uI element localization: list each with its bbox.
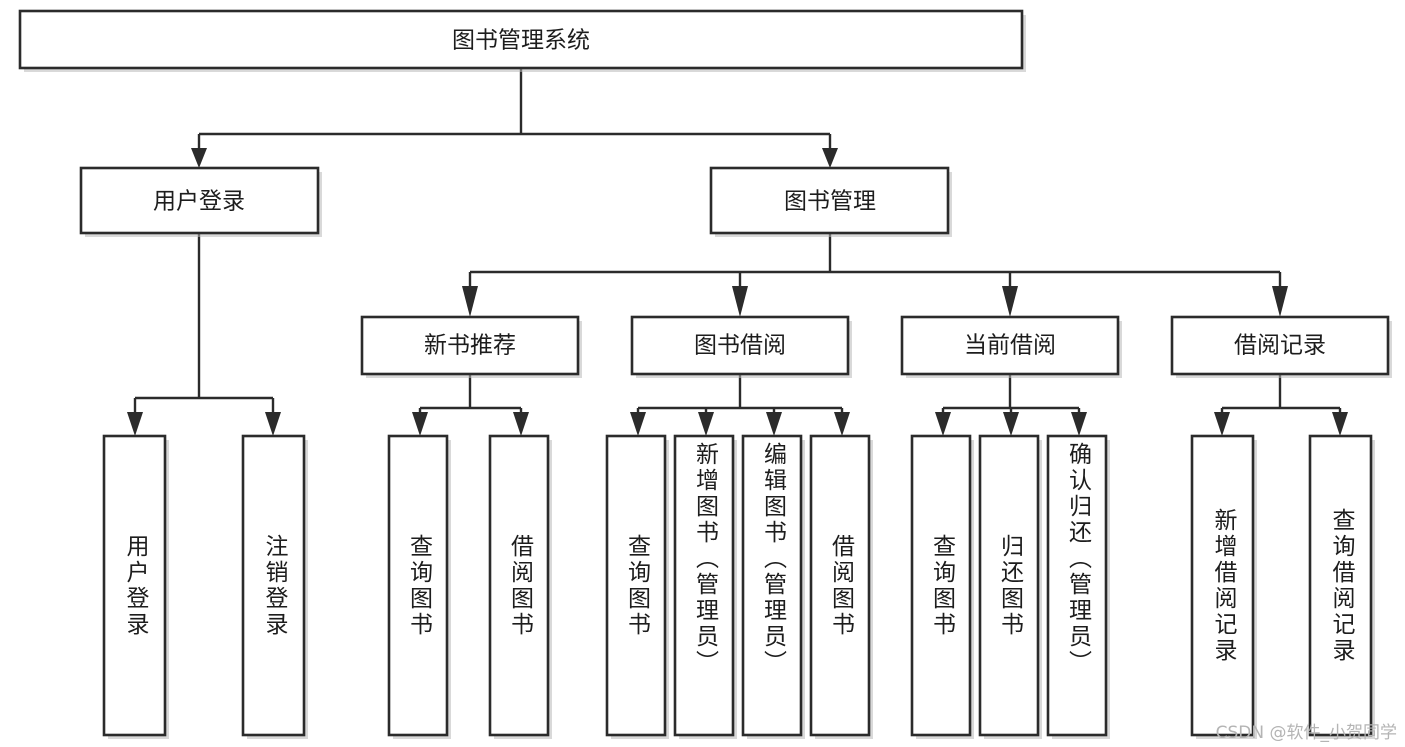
node-borrow-record[interactable]: 借阅记录 xyxy=(1170,315,1392,378)
leaf-logout-login-box[interactable] xyxy=(241,434,306,737)
user-login-box xyxy=(79,166,320,235)
watermark: CSDN @软件_小贺同学 xyxy=(1215,723,1397,743)
arrow-to-borrow-record xyxy=(1272,286,1288,317)
arrow-leaf-borrow-book-1 xyxy=(513,412,529,436)
node-root[interactable]: 图书管理系统 xyxy=(18,9,1026,72)
leaf-borrow-book-1-box[interactable] xyxy=(488,434,550,737)
edges-layer xyxy=(127,69,1348,436)
book-manage-box xyxy=(709,166,950,235)
node-new-book-recommend[interactable]: 新书推荐 xyxy=(360,315,582,378)
arrow-leaf-query-book-3 xyxy=(935,412,951,436)
new-book-recommend-label: 新书推荐 xyxy=(424,333,516,359)
leaf-boxes-layer xyxy=(102,434,1375,739)
arrow-leaf-confirm-return xyxy=(1071,412,1087,436)
arrow-leaf-query-book-2 xyxy=(630,412,646,436)
leaf-confirm-return-box[interactable] xyxy=(1046,434,1108,737)
arrow-leaf-user-login xyxy=(127,412,143,436)
leaf-query-book-3-box[interactable] xyxy=(910,434,972,737)
borrow-record-label: 借阅记录 xyxy=(1234,333,1326,359)
new-book-recommend-box xyxy=(360,315,580,376)
current-borrow-label: 当前借阅 xyxy=(964,333,1056,359)
root-label: 图书管理系统 xyxy=(452,28,590,54)
borrow-record-box xyxy=(1170,315,1390,376)
arrow-leaf-borrow-book-2 xyxy=(834,412,850,436)
nodes-layer: 图书管理系统 用户登录 图书管理 新书推荐 xyxy=(18,9,1392,739)
leaf-edit-book-box[interactable] xyxy=(741,434,803,737)
arrow-leaf-logout-login xyxy=(265,412,281,436)
user-login-label: 用户登录 xyxy=(153,189,245,215)
node-book-borrow[interactable]: 图书借阅 xyxy=(630,315,852,378)
node-book-manage[interactable]: 图书管理 xyxy=(709,166,952,237)
arrow-leaf-query-record xyxy=(1332,412,1348,436)
arrow-leaf-query-book-1 xyxy=(412,412,428,436)
arrow-to-current-borrow xyxy=(1002,286,1018,317)
leaf-query-book-2-box[interactable] xyxy=(605,434,667,737)
leaf-query-record-box[interactable] xyxy=(1308,434,1373,737)
leaf-add-book-box[interactable] xyxy=(673,434,735,737)
book-borrow-label: 图书借阅 xyxy=(694,333,786,359)
leaf-add-record-box[interactable] xyxy=(1190,434,1255,737)
arrow-leaf-return-book xyxy=(1003,412,1019,436)
arrow-to-user-login xyxy=(191,148,207,168)
root-box xyxy=(18,9,1024,70)
arrow-to-book-manage xyxy=(822,148,838,168)
arrow-leaf-edit-book xyxy=(766,412,782,436)
node-current-borrow[interactable]: 当前借阅 xyxy=(900,315,1122,378)
arrow-leaf-add-book xyxy=(698,412,714,436)
leaf-return-book-box[interactable] xyxy=(978,434,1040,737)
arrow-to-book-borrow xyxy=(732,286,748,317)
leaf-user-login-box[interactable] xyxy=(102,434,167,737)
arrow-to-new-book-recommend xyxy=(462,286,478,317)
node-user-login[interactable]: 用户登录 xyxy=(79,166,322,237)
book-borrow-box xyxy=(630,315,850,376)
leaf-query-book-1-box[interactable] xyxy=(387,434,449,737)
current-borrow-box xyxy=(900,315,1120,376)
book-manage-label: 图书管理 xyxy=(784,189,876,215)
leaf-borrow-book-2-box[interactable] xyxy=(809,434,871,737)
arrow-leaf-add-record xyxy=(1214,412,1230,436)
